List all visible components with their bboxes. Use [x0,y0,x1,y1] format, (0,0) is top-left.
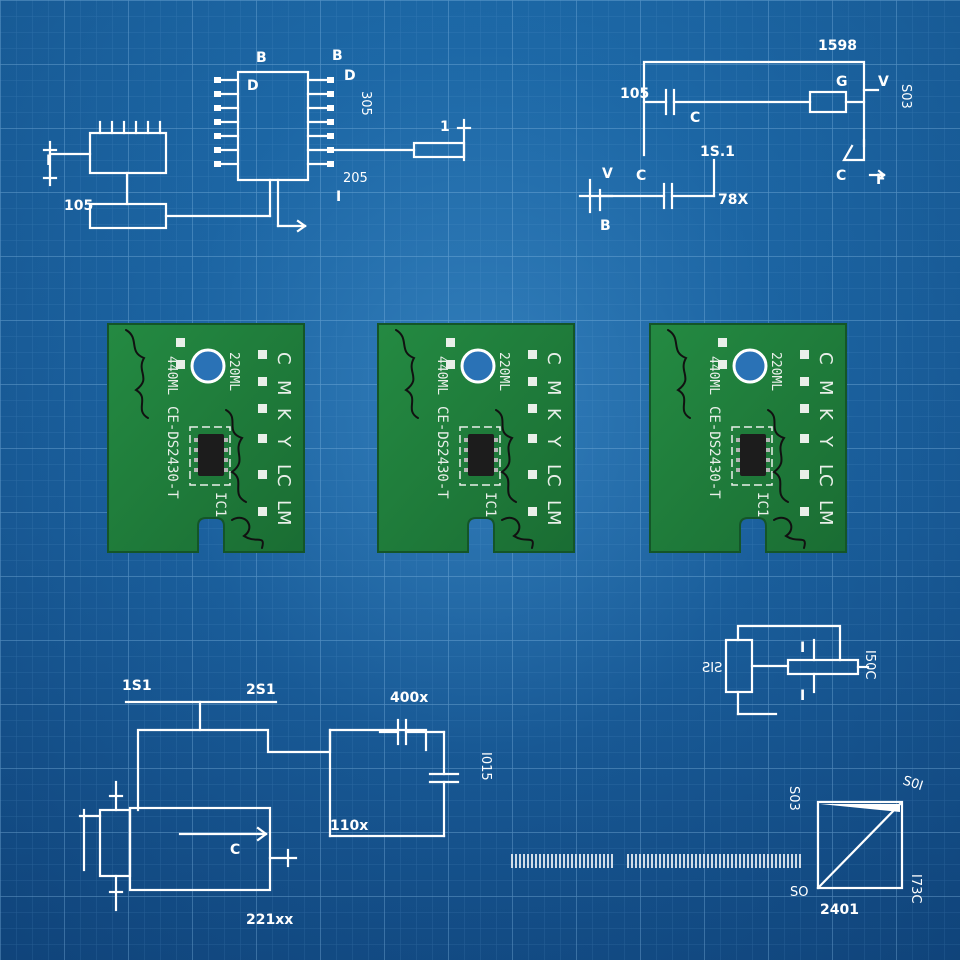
mr-label-i50c: I50C [862,650,877,679]
color-k: K [543,408,564,421]
bl-label-110x: 110x [330,818,368,834]
mounting-hole [190,348,226,384]
tr-label-s03: S03 [898,84,913,109]
bl-label-i015: I015 [478,752,493,781]
chip-board: C M K Y LC LM 440ML 220ML CE-DS2430-T IC… [649,323,847,553]
tr-label-78x: 78X [718,192,748,208]
model-number: CE-DS2430-T [706,406,722,499]
tr-label-g: G [836,74,848,90]
handwriting-marks [125,329,264,549]
handwriting-marks [395,329,534,549]
color-lc: LC [815,464,836,487]
tr-label-v2: V [602,166,613,182]
tr-label-105: 105 [620,86,649,102]
tr-label-f: F [876,172,886,188]
ic-label: IC1 [482,492,498,517]
br-label-so: SO [790,885,808,900]
color-y: Y [815,435,836,448]
tl-label-105: 105 [64,198,93,214]
tr-label-c2: C [836,168,846,184]
color-c: C [273,352,294,365]
color-lm: LM [815,500,836,526]
schematic-mid-right: ƧIƧ I I I50C [702,624,877,716]
color-y: Y [543,435,564,448]
color-c: C [815,352,836,365]
tr-label-1s1: 1S.1 [700,144,735,160]
tl-label-d2: D [344,68,356,84]
ic-chip [740,434,766,476]
schematic-bottom-left: 1S1 2S1 400x I015 110x C 221xx [78,678,493,928]
color-m: M [543,380,564,396]
model-number: CE-DS2430-T [434,406,450,499]
ic-label: IC1 [754,492,770,517]
mr-label-s1s: ƧIƧ [702,661,722,676]
color-y: Y [273,435,294,448]
color-m: M [273,380,294,396]
color-lm: LM [543,500,564,526]
tl-label-205: 205 [343,171,368,186]
tl-label-i1: I [336,189,341,205]
color-m: M [815,380,836,396]
schematic-top-right: 1598 105 C G V C S03 1S.1 C F V 78X B [578,38,913,234]
capacity-220: 220ML [226,352,241,391]
tl-label-305: 305 [358,91,373,116]
mounting-hole [460,348,496,384]
bl-label-221xx: 221xx [246,912,293,928]
br-label-s0i: S0I [901,774,925,795]
capacity-220: 220ML [768,352,783,391]
tr-label-v1: V [878,74,889,90]
chip-board: C M K Y LC LM 440ML 220ML CE-DS2430-T IC… [377,323,575,553]
tr-label-c1: C [690,110,700,126]
ic-label: IC1 [212,492,228,517]
tl-label-b2: B [332,48,343,64]
chip-board: C M K Y LC LM 440ML 220ML CE-DS2430-T IC… [107,323,305,553]
model-number: CE-DS2430-T [164,406,180,499]
br-label-i73c: I73C [908,874,923,903]
tl-label-d1: D [247,78,259,94]
color-lc: LC [543,464,564,487]
bl-label-c: C [230,842,240,858]
tl-label-b1: B [256,50,267,66]
capacity-440: 440ML [706,356,721,395]
schematic-top-left: B D B D 305 1 I 205 I 105 [42,48,472,233]
bl-label-2s1: 2S1 [246,682,276,698]
mounting-hole [732,348,768,384]
ic-chip [468,434,494,476]
color-k: K [273,408,294,421]
mr-label-i2: I [800,688,805,704]
color-lc: LC [273,464,294,487]
capacity-440: 440ML [164,356,179,395]
bl-label-1s1: 1S1 [122,678,152,694]
tl-label-i2: I [46,153,51,169]
capacity-440: 440ML [434,356,449,395]
tl-label-1: 1 [440,119,450,135]
ic-chip [198,434,224,476]
ruler-scale [511,854,801,868]
br-label-2401: 2401 [820,902,859,918]
color-lm: LM [273,500,294,526]
br-label-s03: S03 [786,786,801,811]
color-k: K [815,408,836,421]
tr-label-b: B [600,218,611,234]
color-c: C [543,352,564,365]
handwriting-marks [667,329,806,549]
bl-label-400x: 400x [390,690,428,706]
tr-label-c3: C [636,168,646,184]
tr-label-1598: 1598 [818,38,857,54]
capacity-220: 220ML [496,352,511,391]
schematic-bottom-right: S03 S0I SO 2401 I73C [786,774,925,918]
mr-label-i1: I [800,640,805,656]
